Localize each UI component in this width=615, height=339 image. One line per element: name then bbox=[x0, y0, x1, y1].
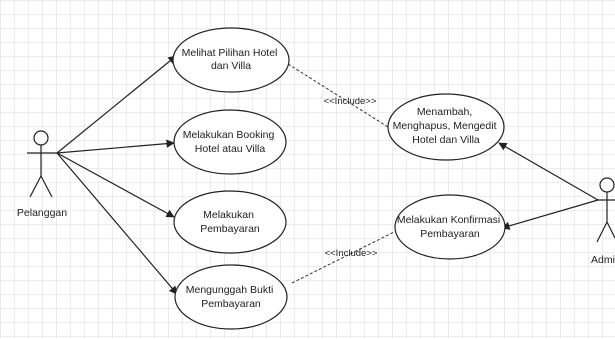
use-case-view-options-line-2: dan Villa bbox=[211, 60, 251, 72]
use-case-manage-hotels-line-1: Menambah, bbox=[417, 106, 472, 118]
include-label-top: <<Include>> bbox=[324, 96, 377, 107]
actor-customer-leg-left bbox=[29, 175, 42, 198]
association-admin-confirm bbox=[501, 199, 599, 230]
svg-text:Mengunggah Bukti Pembaya: Mengunggah Bukti Pembayaran bbox=[186, 284, 277, 310]
use-case-manage-hotels-line-2: Menghapus, Mengedit bbox=[393, 120, 497, 132]
svg-text:Melihat Pilihan Hotel da: Melihat Pilihan Hotel dan Villa bbox=[182, 47, 281, 72]
svg-text:Melakukan Konfirmasi Pem: Melakukan Konfirmasi Pembayaran bbox=[397, 214, 503, 240]
include-label-bottom: <<Include>> bbox=[325, 248, 378, 259]
association-customer-view bbox=[56, 55, 177, 154]
actor-customer-leg-right bbox=[40, 175, 53, 198]
use-case-view-options-line-1: Melihat Pilihan Hotel bbox=[182, 47, 278, 59]
association-admin-manage bbox=[498, 142, 599, 201]
actor-admin-leg-right bbox=[606, 221, 615, 239]
use-case-confirm-payment-line-1: Melakukan Konfirmasi bbox=[397, 214, 500, 226]
actor-admin-head bbox=[599, 177, 615, 193]
actor-customer bbox=[27, 130, 57, 198]
use-case-upload-proof-line-1: Mengunggah Bukti bbox=[186, 284, 274, 296]
actor-admin-label: Admin bbox=[591, 254, 615, 266]
use-case-manage-hotels: Menambah, Menghapus, Mengedit Hotel dan … bbox=[387, 93, 505, 161]
use-case-upload-proof-line-2: Pembayaran bbox=[201, 298, 261, 310]
svg-text:Melakukan Pembayaran: Melakukan Pembayaran bbox=[200, 209, 260, 235]
svg-text:Melakukan Booking Hotel: Melakukan Booking Hotel atau Villa bbox=[183, 129, 278, 155]
use-case-payment: Melakukan Pembayaran bbox=[173, 190, 287, 254]
actor-customer-label: Pelanggan bbox=[17, 207, 67, 219]
association-customer-upload bbox=[56, 152, 178, 295]
association-customer-payment bbox=[56, 152, 175, 218]
use-case-payment-line-2: Pembayaran bbox=[200, 223, 260, 235]
use-case-booking-line-2: Hotel atau Villa bbox=[195, 143, 266, 155]
use-case-confirm-payment: Melakukan Konfirmasi Pembayaran bbox=[394, 194, 506, 260]
use-case-upload-proof: Mengunggah Bukti Pembayaran bbox=[174, 264, 288, 330]
actor-admin-leg-left bbox=[596, 221, 608, 243]
use-case-booking-line-1: Melakukan Booking bbox=[183, 129, 275, 141]
actor-customer-head bbox=[33, 130, 49, 146]
svg-text:Menambah, Menghapus, Men: Menambah, Menghapus, Mengedit Hotel dan … bbox=[393, 106, 500, 146]
association-customer-booking bbox=[56, 139, 175, 154]
use-case-booking: Melakukan Booking Hotel atau Villa bbox=[173, 109, 287, 175]
actor-admin bbox=[596, 177, 615, 243]
use-case-manage-hotels-line-3: Hotel dan Villa bbox=[412, 134, 480, 146]
use-case-confirm-payment-line-2: Pembayaran bbox=[420, 228, 480, 240]
use-case-payment-line-1: Melakukan bbox=[203, 209, 254, 221]
use-case-view-options: Melihat Pilihan Hotel dan Villa bbox=[172, 27, 290, 93]
